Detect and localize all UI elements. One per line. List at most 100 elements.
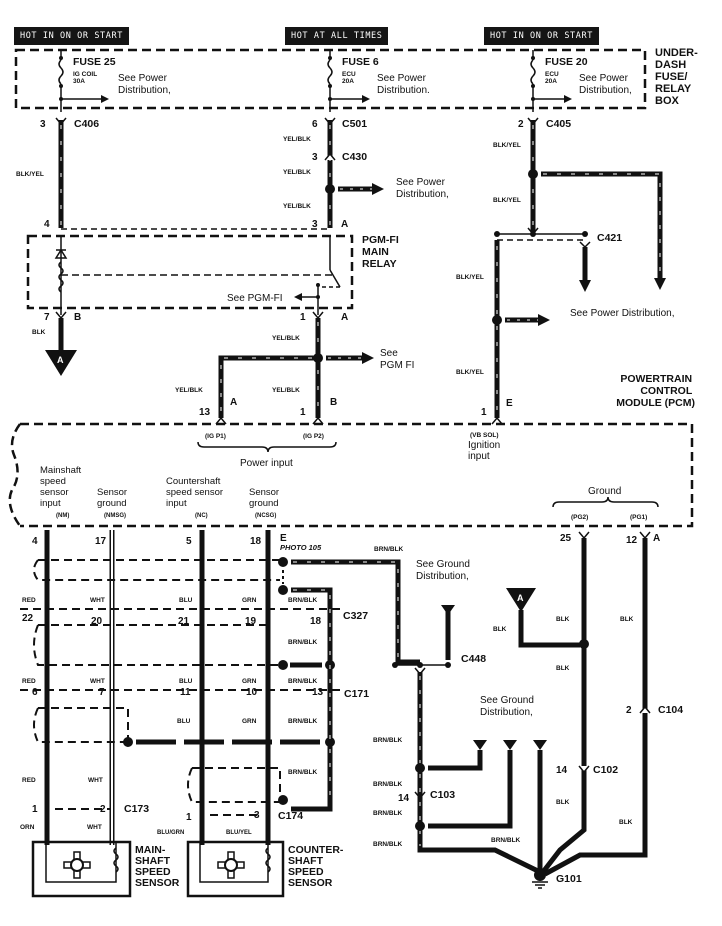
c405-pin: 2 <box>518 119 524 130</box>
pcm-input-sensor-ground-2: Sensor ground <box>249 487 282 509</box>
wire-label-yel-blk: YEL/BLK <box>272 387 300 394</box>
pcm-pin-13: 13 <box>199 407 211 418</box>
g101-label: G101 <box>556 873 582 885</box>
ground-ref-a-label: A <box>57 355 64 365</box>
c171-pin-10: 10 <box>246 687 258 698</box>
ground-ref-a-label: A <box>517 593 524 603</box>
pcm-term-e-sensor: E <box>280 533 287 544</box>
c171-label: C171 <box>344 688 369 700</box>
ground-distribution-terminal-icon <box>473 740 487 750</box>
pcm-term-a-ground: A <box>653 533 660 544</box>
pcm-input-sensor-ground-1: Sensor ground <box>97 487 130 509</box>
c173-pin-2: 2 <box>100 804 106 815</box>
splice-point <box>123 737 133 747</box>
wire-label-blk: BLK <box>556 799 570 806</box>
fuse-25 <box>58 50 109 112</box>
splice-point <box>415 821 425 831</box>
fuse-6-element <box>327 59 333 85</box>
wire-label-blk: BLK <box>556 665 570 672</box>
c448-splice <box>392 605 455 668</box>
splice-point <box>278 660 288 670</box>
splice-point <box>278 585 288 595</box>
fuse-20-element <box>530 59 536 85</box>
ground-distribution-terminal-icon <box>533 740 547 750</box>
wire-label-blk: BLK <box>556 616 570 623</box>
c421-splice <box>494 227 591 292</box>
fuse-25-name: FUSE 25 <box>73 56 116 68</box>
pcm-pin-17: 17 <box>95 536 107 547</box>
wire-label-blk-yel: BLK/YEL <box>456 274 484 281</box>
splice-point <box>528 169 538 179</box>
wire-label-brn-blk: BRN/BLK <box>373 781 403 788</box>
c174-pin-1: 1 <box>186 812 192 823</box>
wire-label-blu: BLU <box>177 718 191 725</box>
g101-ground-icon <box>532 869 548 889</box>
c448-label: C448 <box>461 653 486 665</box>
wire-to-power-distribution-right <box>505 314 550 326</box>
c173-pin-1: 1 <box>32 804 38 815</box>
wire-label-brn-blk: BRN/BLK <box>374 546 404 553</box>
pcm-signal-pg1: (PG1) <box>630 514 647 521</box>
wire-label-orn: ORN <box>20 824 35 831</box>
c103-pin: 14 <box>398 793 410 804</box>
c104-label: C104 <box>658 704 683 716</box>
wire-label-red: RED <box>22 597 36 604</box>
c327-pin-19: 19 <box>245 616 257 627</box>
c327-pin-18: 18 <box>310 616 322 627</box>
wire-label-brn-blk: BRN/BLK <box>373 810 403 817</box>
wire-label-yel-blk: YEL/BLK <box>283 203 311 210</box>
fuse-6 <box>327 50 370 112</box>
countershaft-speed-sensor <box>186 840 285 898</box>
c102-pin: 14 <box>556 765 568 776</box>
fuse-25-element <box>58 59 64 85</box>
fuse-relay-box <box>14 48 647 110</box>
pcm-signal-vb-sol: (VB SOL) <box>470 432 499 439</box>
header-hot-in-on-or-start-right: HOT IN ON OR START <box>484 27 599 45</box>
c327-pin-20: 20 <box>91 616 103 627</box>
countershaft-sensor-label: COUNTER- SHAFT SPEED SENSOR <box>288 844 346 889</box>
ground-ref-a-icon <box>506 588 536 612</box>
wire-yel-blk-to-pcm-a <box>218 355 318 418</box>
c171-pin-7: 7 <box>99 687 105 698</box>
wire-brn-blk-to-g101 <box>417 672 542 875</box>
c430-connector-symbol <box>324 152 336 161</box>
wire-blk-yel-far-right <box>541 171 666 290</box>
pgm-fi-main-relay <box>26 234 354 315</box>
c430-label: C430 <box>342 151 367 163</box>
power-input-brace <box>197 441 337 453</box>
sensor-rotor-icon <box>217 851 245 879</box>
wire-label-brn-blk: BRN/BLK <box>288 678 318 685</box>
wire-label-blk-yel: BLK/YEL <box>456 369 484 376</box>
wire-label-wht: WHT <box>90 678 105 685</box>
c405-label: C405 <box>546 118 571 130</box>
relay-term-b: B <box>74 312 81 323</box>
relay-coil-icon <box>58 261 64 293</box>
splice-point <box>278 557 288 567</box>
pcm-pin-1-e: 1 <box>481 407 487 418</box>
fuse-20 <box>530 50 572 112</box>
wire-blk-pg2 <box>541 538 587 874</box>
c102-label: C102 <box>593 764 618 776</box>
diode-icon <box>54 248 68 259</box>
wire-label-yel-blk: YEL/BLK <box>283 136 311 143</box>
wire-label-brn-blk: BRN/BLK <box>373 841 403 848</box>
wire-label-brn-blk: BRN/BLK <box>373 737 403 744</box>
c103-label: C103 <box>430 789 455 801</box>
fuse-6-name: FUSE 6 <box>342 56 379 68</box>
wire-to-see-pgm-fi <box>326 352 374 364</box>
c406-connector-symbol <box>55 117 67 126</box>
wire-label-wht: WHT <box>88 777 103 784</box>
splice-point <box>415 763 425 773</box>
wire-label-blu: BLU <box>179 597 193 604</box>
wire-label-blu-yel: BLU/YEL <box>226 830 252 836</box>
c171-pin-13: 13 <box>312 687 324 698</box>
c173-label: C173 <box>124 803 149 815</box>
pcm-boundary <box>8 422 694 528</box>
